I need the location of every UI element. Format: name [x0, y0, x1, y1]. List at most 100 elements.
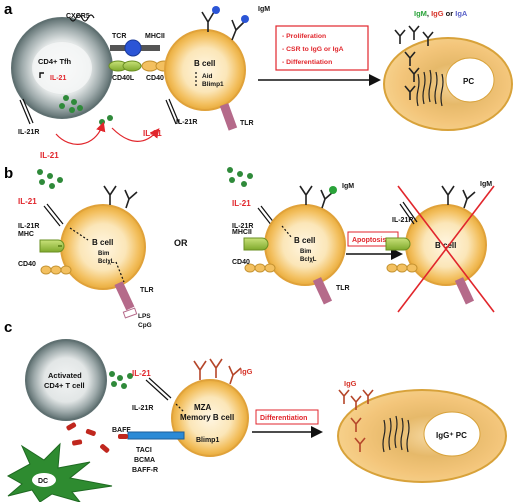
blimp1-label: Blimp1 [202, 81, 224, 88]
igg-pc-nucleus [423, 411, 481, 457]
mhcii-b2-label: MHCII [232, 229, 252, 236]
dc-nucleus [32, 473, 56, 487]
taci-receptor [127, 431, 185, 440]
igg-pc-label: IgG⁺ PC [436, 431, 467, 440]
er-lines-c [382, 415, 410, 453]
tcr-label: TCR [112, 33, 126, 40]
baff-label: BAFF [112, 427, 131, 434]
pc-nucleus-a [445, 57, 495, 103]
tfh-nucleus [32, 42, 92, 94]
il21r-c-1 [145, 379, 169, 401]
panel-c-letter: c [4, 319, 12, 336]
il21r-b1-2 [46, 203, 64, 225]
autocrine-arrow [55, 121, 106, 145]
tlr-a [219, 103, 238, 131]
er-lines-a [416, 69, 444, 107]
il21r-b2-label: IL-21R [232, 223, 253, 230]
il21-c-label: IL-21 [132, 369, 151, 378]
mhcii-b2 [243, 237, 269, 251]
bim-b2: Bim [300, 249, 311, 255]
bcma-label: BCMA [134, 457, 155, 464]
panel-b-letter: b [4, 165, 13, 182]
mhc-b3 [385, 237, 411, 251]
tlr-b3 [454, 277, 475, 305]
bcell-b2-label: B cell [294, 236, 315, 245]
panel-a-letter: a [4, 1, 13, 18]
bcell-b3-label: B cell [435, 241, 456, 250]
bclxl-b1: BclχL [98, 259, 115, 265]
antigen-a2 [241, 15, 249, 23]
secreted-ab-a [394, 25, 434, 100]
bcell-label-a: B cell [194, 59, 215, 68]
b-cell-a [164, 29, 246, 111]
outcome-csr: - CSR to IgG or IgA [282, 46, 344, 53]
il21-mid-label: IL-21 [143, 129, 162, 138]
lps-label: LPS [138, 313, 151, 320]
il21r-b-2 [168, 98, 180, 124]
il21r-b3-1 [399, 203, 415, 225]
panel-a: a CD4+ Tfh IL-21 CXCR5 TCR MHCII CD40L C… [4, 1, 513, 160]
il21r-b-label: IL-21R [176, 119, 197, 126]
baff-ligands [66, 422, 128, 453]
iso-sep: , [427, 9, 431, 18]
tlr-b2 [312, 277, 333, 305]
bcr-a [201, 11, 245, 41]
activated-label-1: Activated [48, 371, 82, 380]
mza-label: MZA [194, 403, 212, 412]
il21r-b-1 [165, 99, 177, 125]
il21-b1-label: IL-21 [18, 197, 37, 206]
bcr-b1 [103, 185, 138, 209]
tlr-b1-label: TLR [140, 287, 154, 294]
activated-t-cell [25, 339, 107, 421]
cd40-b1-label: CD40 [18, 261, 36, 268]
il21-dots-b1 [37, 169, 63, 189]
tlr-b1 [114, 281, 135, 311]
mhc-b1 [39, 239, 65, 253]
il21r-c-label: IL-21R [132, 405, 153, 412]
bclxl-b2: BclχL [300, 257, 317, 263]
tlr-dash-b1 [115, 261, 125, 283]
cd40-b2-label: CD40 [232, 259, 250, 266]
igm-b3-label: IgM [480, 181, 492, 188]
activated-label-2: CD4+ T cell [44, 381, 85, 390]
il21-b2-label: IL-21 [232, 199, 251, 208]
memory-b-cell [171, 379, 249, 457]
il21r-b3-label: IL-21R [392, 217, 413, 224]
antigen-b2 [329, 186, 337, 194]
iso-iga: IgA [455, 9, 468, 18]
tfh-label: CD4+ Tfh [38, 57, 72, 66]
cd40-label: CD40 [146, 75, 164, 82]
cd40-b2 [244, 263, 276, 273]
il21-gene-arrow [39, 72, 44, 78]
iso-igg: IgG [431, 9, 444, 18]
b-cell-b1 [60, 204, 146, 290]
il21r-b3-2 [402, 201, 418, 223]
memory-label: Memory B cell [180, 413, 234, 422]
il21-dots-c [109, 371, 133, 389]
tlr-b2-label: TLR [336, 285, 350, 292]
il21-internal-label: IL-21 [50, 75, 66, 82]
blimp1-c-label: Blimp1 [196, 437, 219, 444]
antigen-peptide [124, 39, 142, 57]
antigen-a1 [212, 6, 220, 14]
il21r-b1-1 [43, 205, 61, 227]
bcr-b3 [441, 185, 476, 209]
b-cell-b2 [264, 204, 346, 286]
bcr-c [193, 358, 242, 385]
il21r-c-2 [148, 377, 172, 399]
igg-c2-label: IgG [344, 379, 357, 388]
cd40l-label: CD40L [112, 75, 135, 82]
il21r-t-2 [22, 98, 34, 124]
outcome-box [275, 25, 369, 71]
il21r-t-1 [19, 99, 31, 125]
panel-c: c Activated CD4+ T cell IL-21 IL-21R MZA… [4, 319, 507, 502]
tlr-label-a: TLR [240, 120, 254, 127]
il21-dots-a [59, 95, 113, 125]
cxcr5-label: CXCR5 [66, 13, 90, 20]
cd40l-2 [122, 60, 142, 72]
outcome-proliferation: - Proliferation [282, 33, 326, 40]
iso-igm: IgM [414, 9, 427, 18]
cd40-b3 [386, 263, 418, 273]
aid-label: Aid [202, 73, 213, 80]
